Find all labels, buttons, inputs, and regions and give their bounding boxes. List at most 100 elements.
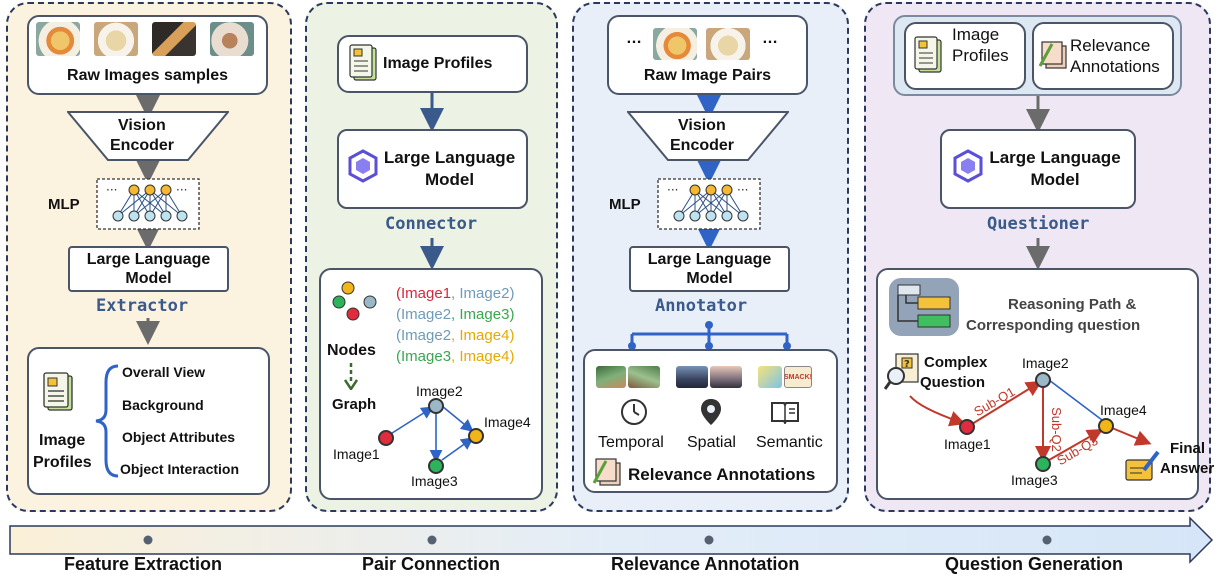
final-answer-icon [1125, 450, 1160, 481]
document-icon [914, 36, 942, 73]
pair-open-paren: ( [396, 327, 401, 344]
llm-label-2: Model [1030, 170, 1080, 189]
annotation-pen-icon [592, 458, 621, 486]
llm-label-2: Model [424, 170, 475, 189]
image-profiles-label: Image Profiles [383, 55, 493, 72]
pair-second-image: Image4 [459, 348, 510, 365]
graph-node-image3: Image3 [411, 473, 458, 489]
relevance-annotations-label: Relevance Annotations [628, 465, 816, 484]
raw-images-samples-label: Raw Images samples [67, 67, 228, 84]
final-answer-label-2: Answer [1160, 460, 1215, 477]
relevance-label-1: Relevance [1070, 36, 1151, 55]
llm-label-1: Large Language [383, 148, 516, 167]
pair-first-image: Image2 [401, 327, 452, 344]
document-icon [349, 44, 377, 81]
temporal-photo-1 [596, 366, 626, 388]
pair-close-paren: ) [509, 306, 515, 323]
mlp-network-icon: ··· ··· [657, 178, 761, 230]
stage-pair-connection: Pair Connection [362, 554, 501, 574]
pair-row: (Image3, Image4) [396, 346, 514, 367]
image-profiles-label-2: Profiles [952, 46, 1009, 65]
curly-brace [95, 364, 119, 478]
pair-list: (Image1, Image2)(Image2, Image3)(Image2,… [396, 283, 514, 367]
llm-label-1: Large Language [989, 148, 1121, 167]
svg-text:?: ? [904, 359, 910, 370]
clock-icon [621, 399, 647, 425]
mlp-network-icon: ··· ··· [96, 178, 200, 230]
category-spatial: Spatial [687, 434, 736, 451]
pair-row: (Image2, Image3) [396, 304, 514, 325]
nodes-cluster-icon [332, 281, 377, 321]
sub-q2-label: Sub-Q2 [1048, 407, 1064, 452]
reason-node-image1: Image1 [944, 436, 991, 452]
nodes-to-graph-arrow [344, 363, 358, 390]
pair-close-paren: ) [509, 285, 515, 302]
pair-open-paren: ( [396, 348, 401, 365]
reason-node-image4: Image4 [1100, 402, 1147, 418]
book-icon [771, 402, 799, 424]
image-profiles-input-box: Image Profiles [904, 22, 1026, 90]
food-photo-4 [210, 22, 254, 56]
pair-close-paren: ) [509, 327, 515, 344]
graph-node-image1: Image1 [333, 446, 380, 462]
svg-text:···: ··· [737, 183, 748, 197]
llm-box-extractor: Large Language Model [68, 246, 229, 292]
food-photo-2 [94, 22, 138, 56]
llm-label-2: Model [125, 270, 172, 287]
annotator-role-label: Annotator [655, 296, 748, 316]
relevance-label-2: Annotations [1070, 57, 1160, 76]
final-answer-label-1: Final [1170, 440, 1206, 457]
spatial-photo-1 [676, 366, 708, 388]
complex-question-label-1: Complex [924, 354, 988, 371]
nodes-label: Nodes [327, 342, 376, 359]
comic-text: SMACK! [784, 373, 812, 381]
complex-question-label-2: Question [920, 374, 986, 391]
pair-row: (Image1, Image2) [396, 283, 514, 304]
temporal-photo-2 [628, 366, 660, 388]
category-temporal: Temporal [598, 434, 664, 451]
llm-logo-icon [348, 149, 378, 183]
semantic-comic-2: SMACK! [784, 366, 812, 388]
reasoning-path-graph [909, 372, 1152, 472]
pair-row: (Image2, Image4) [396, 325, 514, 346]
pair-open-paren: ( [396, 285, 401, 302]
pair-separator: , [451, 285, 460, 302]
vision-encoder-shape [67, 111, 229, 161]
profile-item-object-interaction: Object Interaction [120, 461, 240, 477]
mlp-label: MLP [48, 196, 80, 213]
stage-question-generation: Question Generation [945, 554, 1124, 574]
food-photo-1 [36, 22, 80, 56]
profile-item-overall-view: Overall View [122, 364, 206, 380]
vision-encoder-label-2: Encoder [670, 137, 735, 154]
questioner-role-label: Questioner [987, 214, 1090, 234]
pair-separator: , [451, 306, 460, 323]
vision-encoder-shape [627, 111, 789, 161]
pair-first-image: Image2 [401, 306, 452, 323]
annotation-pen-icon [1038, 41, 1067, 69]
llm-logo-icon [953, 149, 983, 183]
reasoning-title-2: Corresponding question [966, 317, 1141, 334]
ellipsis-right: … [762, 30, 778, 47]
graph-node-image4: Image4 [484, 414, 531, 430]
spatial-photo-2 [710, 366, 742, 388]
pair-second-image: Image4 [459, 327, 510, 344]
question-magnifier-icon: ? [884, 353, 919, 390]
svg-text:···: ··· [176, 183, 187, 197]
reason-node-image3: Image3 [1011, 472, 1058, 488]
stage-relevance-annotation: Relevance Annotation [611, 554, 800, 574]
pair-separator: , [451, 327, 460, 344]
llm-label-1: Large Language [86, 251, 211, 268]
extractor-role-label: Extractor [96, 296, 189, 316]
food-photo-pair-1 [653, 28, 697, 60]
profiles-title-2: Profiles [33, 454, 92, 471]
reason-node-image2: Image2 [1022, 355, 1069, 371]
mlp-label: MLP [609, 196, 641, 213]
pair-close-paren: ) [509, 348, 515, 365]
stage-feature-extraction: Feature Extraction [64, 554, 223, 574]
graph-node-image2: Image2 [416, 383, 463, 399]
reasoning-title-1: Reasoning Path & [1008, 296, 1137, 313]
svg-text:···: ··· [106, 183, 117, 197]
vision-encoder-label-1: Vision [678, 117, 726, 134]
llm-label-1: Large Language [647, 251, 772, 268]
